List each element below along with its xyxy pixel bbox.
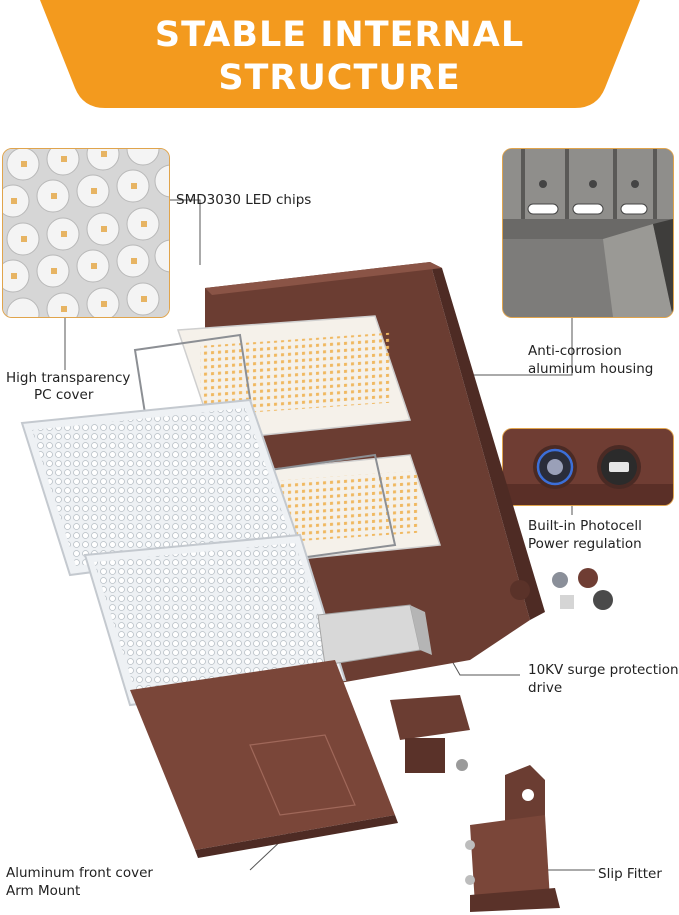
label-housing-line1: Anti-corrosion xyxy=(528,343,622,359)
label-photocell-line1: Built-in Photocell xyxy=(528,518,642,534)
header-title-line2: STRUCTURE xyxy=(218,58,461,98)
housing-closeup xyxy=(503,149,673,317)
label-housing-line2: aluminum housing xyxy=(528,361,654,377)
label-surge-line2: drive xyxy=(528,680,563,696)
label-slip-fitter: Slip Fitter xyxy=(598,866,662,882)
header-title-line1: STABLE INTERNAL xyxy=(154,15,525,55)
label-surge-line1: 10KV surge protection xyxy=(528,662,679,678)
pc-cover-upper xyxy=(20,398,302,577)
label-led-chips: SMD3030 LED chips xyxy=(176,192,312,208)
label-pc-cover-line1: High transparency xyxy=(6,370,131,386)
label-front-cover-line1: Aluminum front cover xyxy=(6,865,153,881)
surge-protection-driver xyxy=(317,604,432,666)
led-chips-closeup xyxy=(3,149,169,317)
photocell-closeup xyxy=(503,429,673,505)
label-pc-cover-line2: PC cover xyxy=(34,387,94,403)
label-photocell-line2: Power regulation xyxy=(528,536,642,552)
header-banner xyxy=(40,0,640,110)
housing-detail-inset xyxy=(502,148,674,318)
photocell-parts xyxy=(552,568,613,610)
photocell-inset xyxy=(502,428,674,506)
pc-cover-lower xyxy=(83,533,347,707)
label-front-cover-line2: Arm Mount xyxy=(6,883,81,899)
aluminum-front-cover xyxy=(130,660,398,858)
led-chips-inset xyxy=(2,148,170,318)
slip-fitter xyxy=(465,765,560,912)
arm-mount xyxy=(390,695,470,773)
